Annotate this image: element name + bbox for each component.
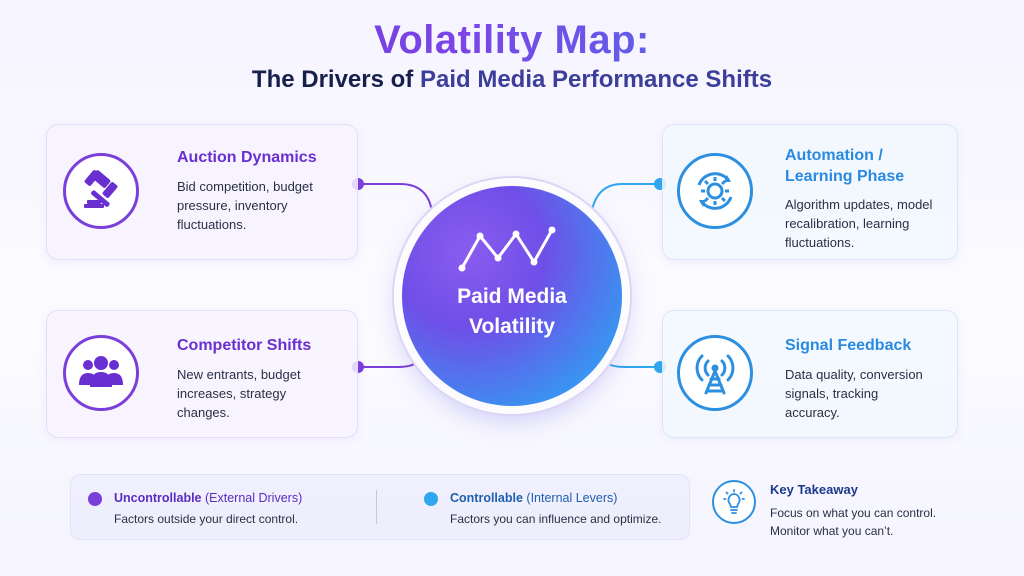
lightbulb-icon — [712, 480, 756, 524]
legend-title-uncontrollable: Uncontrollable (External Drivers) — [114, 491, 303, 505]
center-hub — [402, 186, 622, 406]
connector-auction — [358, 183, 433, 213]
card-description: Algorithm updates, model recalibration, … — [785, 197, 933, 250]
card-title: Signal Feedback — [785, 337, 912, 354]
legend-dot-uncontrollable — [88, 492, 102, 506]
card-description: New entrants, budget increases, strategy… — [177, 367, 301, 420]
legend-desc-uncontrollable: Factors outside your direct control. — [114, 512, 299, 526]
page-title: Volatility Map: — [0, 18, 1024, 63]
subtitle-prefix: The Drivers of — [251, 66, 414, 93]
subtitle-highlight: Paid Media Performance Shifts — [419, 66, 773, 93]
card-title: Auction Dynamics — [177, 149, 317, 166]
takeaway-line-2: Monitor what you can’t. — [770, 524, 894, 538]
trend-line-icon — [458, 226, 556, 272]
signal-tower-icon — [677, 335, 753, 411]
legend-divider — [376, 490, 377, 524]
card-description: Data quality, conversion signals, tracki… — [785, 367, 923, 420]
card-automation-learning: Automation / Learning Phase Algorithm up… — [662, 124, 958, 260]
card-competitor-shifts: Competitor Shifts New entrants, budget i… — [46, 310, 358, 438]
card-title: Automation / Learning Phase — [785, 147, 905, 185]
legend-title-controllable: Controllable (Internal Levers) — [450, 491, 618, 505]
legend-panel — [70, 474, 690, 540]
card-title: Competitor Shifts — [177, 337, 312, 354]
center-label: Paid Media Volatility — [457, 285, 567, 338]
card-description: Bid competition, budget pressure, invent… — [177, 179, 313, 232]
legend-desc-controllable: Factors you can influence and optimize. — [450, 512, 662, 526]
page-subtitle: The Drivers of Paid Media Performance Sh… — [0, 66, 1024, 94]
gavel-icon — [63, 153, 139, 229]
takeaway-title: Key Takeaway — [770, 482, 858, 497]
users-icon — [63, 335, 139, 411]
gear-sync-icon — [677, 153, 753, 229]
card-signal-feedback: Signal Feedback Data quality, conversion… — [662, 310, 958, 438]
card-auction-dynamics: Auction Dynamics Bid competition, budget… — [46, 124, 358, 260]
connector-automation — [591, 183, 660, 211]
takeaway-line-1: Focus on what you can control. — [770, 506, 937, 520]
legend-dot-controllable — [424, 492, 438, 506]
